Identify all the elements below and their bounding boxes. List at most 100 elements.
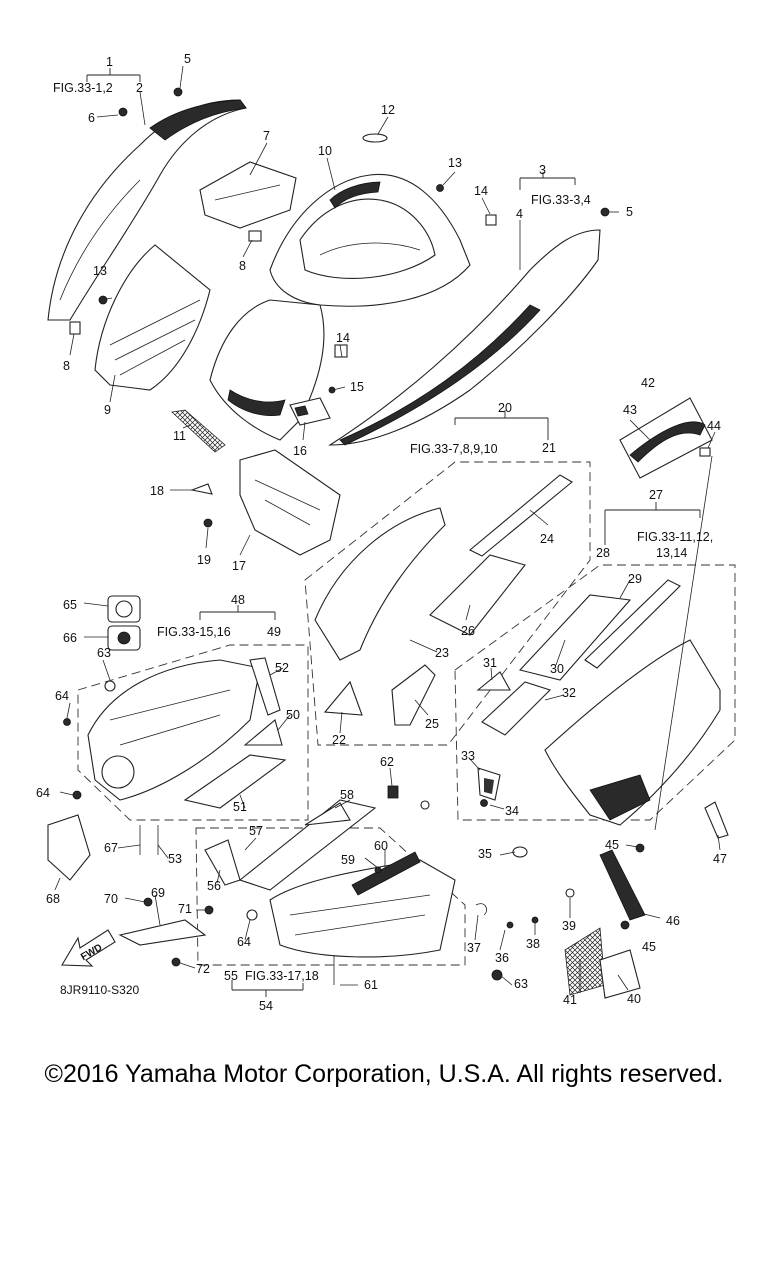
inner-bracket-part-17 xyxy=(239,449,341,556)
callout-8-b: 8 xyxy=(63,359,70,373)
assembly-box-20 xyxy=(304,461,591,746)
callout-26: 26 xyxy=(461,624,475,638)
callout-21: 21 xyxy=(542,441,556,455)
callout-3: 3 xyxy=(539,163,546,177)
callout-38: 38 xyxy=(526,937,540,951)
callout-7: 7 xyxy=(263,129,270,143)
panel-part-58 xyxy=(304,802,351,826)
callout-45-a: 45 xyxy=(605,838,619,852)
diagram-code: 8JR9110-S320 xyxy=(60,983,139,997)
lower-cowling-part-55 xyxy=(269,859,456,958)
clip-part-47 xyxy=(704,801,729,839)
callout-58: 58 xyxy=(340,788,354,802)
callout-16: 16 xyxy=(293,444,307,458)
copyright-notice: ©2016 Yamaha Motor Corporation, U.S.A. A… xyxy=(44,1060,724,1088)
mesh-part-41 xyxy=(564,927,606,996)
mesh-grille-part-11 xyxy=(171,409,226,453)
parts-exploded-diagram: FWD xyxy=(36,52,736,1013)
callout-69: 69 xyxy=(151,886,165,900)
callout-27: 27 xyxy=(649,488,663,502)
callout-61: 61 xyxy=(364,978,378,992)
cover-part-42 xyxy=(619,397,713,479)
callout-18: 18 xyxy=(150,484,164,498)
callout-67: 67 xyxy=(104,841,118,855)
callout-65: 65 xyxy=(63,598,77,612)
ring-part-66 xyxy=(107,625,141,651)
callout-57: 57 xyxy=(249,824,263,838)
panel-part-31 xyxy=(476,671,511,691)
callout-59: 59 xyxy=(341,853,355,867)
trim-part-60 xyxy=(351,851,421,896)
callout-71: 71 xyxy=(178,902,192,916)
plate-part-69 xyxy=(118,919,207,946)
callout-64-b: 64 xyxy=(36,786,50,800)
callout-63-a: 63 xyxy=(97,646,111,660)
callout-46: 46 xyxy=(666,914,680,928)
svg-text:FWD: FWD xyxy=(79,942,104,963)
bracket-part-16 xyxy=(289,397,331,426)
fasteners xyxy=(63,87,711,985)
callout-29: 29 xyxy=(628,572,642,586)
trim-strip-part-29 xyxy=(584,579,681,669)
callout-19: 19 xyxy=(197,553,211,567)
panel-part-57 xyxy=(238,799,377,891)
sheet-part-40 xyxy=(599,949,641,999)
callout-4: 4 xyxy=(516,207,523,221)
strip-part-46 xyxy=(599,849,646,921)
callout-6: 6 xyxy=(88,111,95,125)
figure-references: FIG.33-1,2 FIG.33-3,4 FIG.33-7,8,9,10 FI… xyxy=(53,81,713,983)
callout-72: 72 xyxy=(196,962,210,976)
callout-8-a: 8 xyxy=(239,259,246,273)
fig-ref-27-line1: FIG.33-11,12, xyxy=(637,530,713,544)
ring-part-65 xyxy=(107,595,141,623)
fig-ref-54: FIG.33-17,18 xyxy=(245,969,319,983)
inner-panel-part-23 xyxy=(314,507,446,661)
panel-part-7 xyxy=(199,161,297,229)
panel-part-26 xyxy=(429,554,526,636)
panel-part-50 xyxy=(243,719,283,746)
callout-42: 42 xyxy=(641,376,655,390)
center-cowling-part-10 xyxy=(269,173,471,307)
panel-part-51 xyxy=(183,754,287,809)
side-cowling-part-2 xyxy=(47,99,247,321)
callout-49: 49 xyxy=(267,625,281,639)
callout-36: 36 xyxy=(495,951,509,965)
callout-14-a: 14 xyxy=(474,184,488,198)
leader-lines xyxy=(54,65,721,993)
panel-part-22 xyxy=(323,680,363,716)
callout-41: 41 xyxy=(563,993,577,1007)
side-panel-part-9 xyxy=(94,244,211,391)
callout-44: 44 xyxy=(707,419,721,433)
fig-ref-1: FIG.33-1,2 xyxy=(53,81,113,95)
callout-33: 33 xyxy=(461,749,475,763)
callout-68: 68 xyxy=(46,892,60,906)
grille-part-33 xyxy=(477,767,501,801)
assembly-box-54 xyxy=(195,827,466,966)
callout-37: 37 xyxy=(467,941,481,955)
callout-30: 30 xyxy=(550,662,564,676)
fig-ref-48: FIG.33-15,16 xyxy=(157,625,231,639)
callout-24: 24 xyxy=(540,532,554,546)
callout-10: 10 xyxy=(318,144,332,158)
fig-ref-20: FIG.33-7,8,9,10 xyxy=(410,442,498,456)
callout-64-a: 64 xyxy=(55,689,69,703)
callout-47: 47 xyxy=(713,852,727,866)
trim-strip-part-24 xyxy=(469,474,573,557)
callout-64-c: 64 xyxy=(237,935,251,949)
callout-23: 23 xyxy=(435,646,449,660)
callout-5-top: 5 xyxy=(184,52,191,66)
bracket-part-68 xyxy=(47,814,91,881)
callout-35: 35 xyxy=(478,847,492,861)
callout-17: 17 xyxy=(232,559,246,573)
callout-50: 50 xyxy=(286,708,300,722)
callout-20: 20 xyxy=(498,401,512,415)
callout-11: 11 xyxy=(173,429,186,443)
callout-54: 54 xyxy=(259,999,273,1013)
panel-part-32 xyxy=(481,681,552,736)
callout-2: 2 xyxy=(136,81,143,95)
side-cowling-part-4 xyxy=(328,229,601,446)
callout-66: 66 xyxy=(63,631,77,645)
callout-40: 40 xyxy=(627,992,641,1006)
callout-32: 32 xyxy=(562,686,576,700)
assembly-brackets xyxy=(86,68,701,997)
